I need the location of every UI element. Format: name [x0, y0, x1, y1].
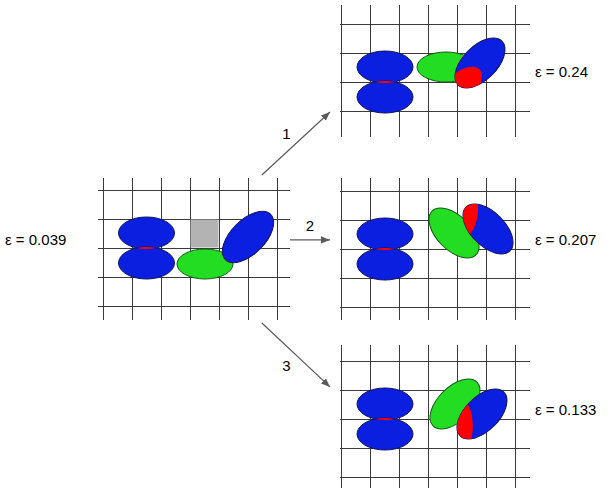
- overlap-region: [357, 418, 413, 450]
- blue-ellipse: [357, 248, 413, 280]
- panel-node: ε = 0.207: [330, 175, 610, 323]
- transition-arrow: [262, 112, 330, 175]
- epsilon-value: ε = 0.24: [535, 63, 588, 80]
- epsilon-value: ε = 0.039: [5, 231, 66, 248]
- grid: [340, 178, 530, 320]
- grid-panel: [340, 5, 530, 137]
- panel-node: ε = 0.133: [330, 343, 610, 488]
- step-number: 1: [281, 125, 291, 142]
- grid: [98, 178, 290, 320]
- overlap-region: [446, 29, 514, 97]
- step-number: 3: [281, 357, 291, 374]
- overlap-region: [357, 81, 413, 113]
- blue-ellipse: [448, 380, 516, 448]
- epsilon-value: ε = 0.133: [535, 401, 596, 418]
- blue-ellipse: [119, 217, 175, 249]
- blue-ellipse: [446, 29, 514, 97]
- overlap-region: [119, 247, 175, 279]
- blue-ellipse: [357, 218, 413, 250]
- blue-ellipse: [454, 195, 522, 263]
- grid-panel: [340, 178, 530, 320]
- blue-ellipse: [357, 418, 413, 450]
- grid: [340, 345, 530, 488]
- grid-panel: [98, 178, 290, 320]
- transition-arrow: [262, 323, 330, 387]
- grid: [340, 5, 530, 137]
- transition-arrow: [290, 239, 330, 240]
- panel-node: ε = 0.24: [330, 3, 610, 140]
- overlap-region: [357, 248, 413, 280]
- overlap-region: [454, 195, 522, 263]
- epsilon-value: ε = 0.207: [535, 231, 596, 248]
- overlap-region: [213, 202, 282, 271]
- blue-ellipse: [357, 81, 413, 113]
- blue-ellipse: [213, 202, 282, 271]
- overlap-region: [448, 380, 516, 448]
- blue-ellipse: [119, 247, 175, 279]
- panel-node: ε = 0.039: [0, 175, 290, 323]
- grey-cell: [191, 220, 219, 248]
- blue-ellipse: [357, 51, 413, 83]
- blue-ellipse: [357, 388, 413, 420]
- grid-panel: [340, 345, 530, 488]
- step-number: 2: [305, 217, 315, 234]
